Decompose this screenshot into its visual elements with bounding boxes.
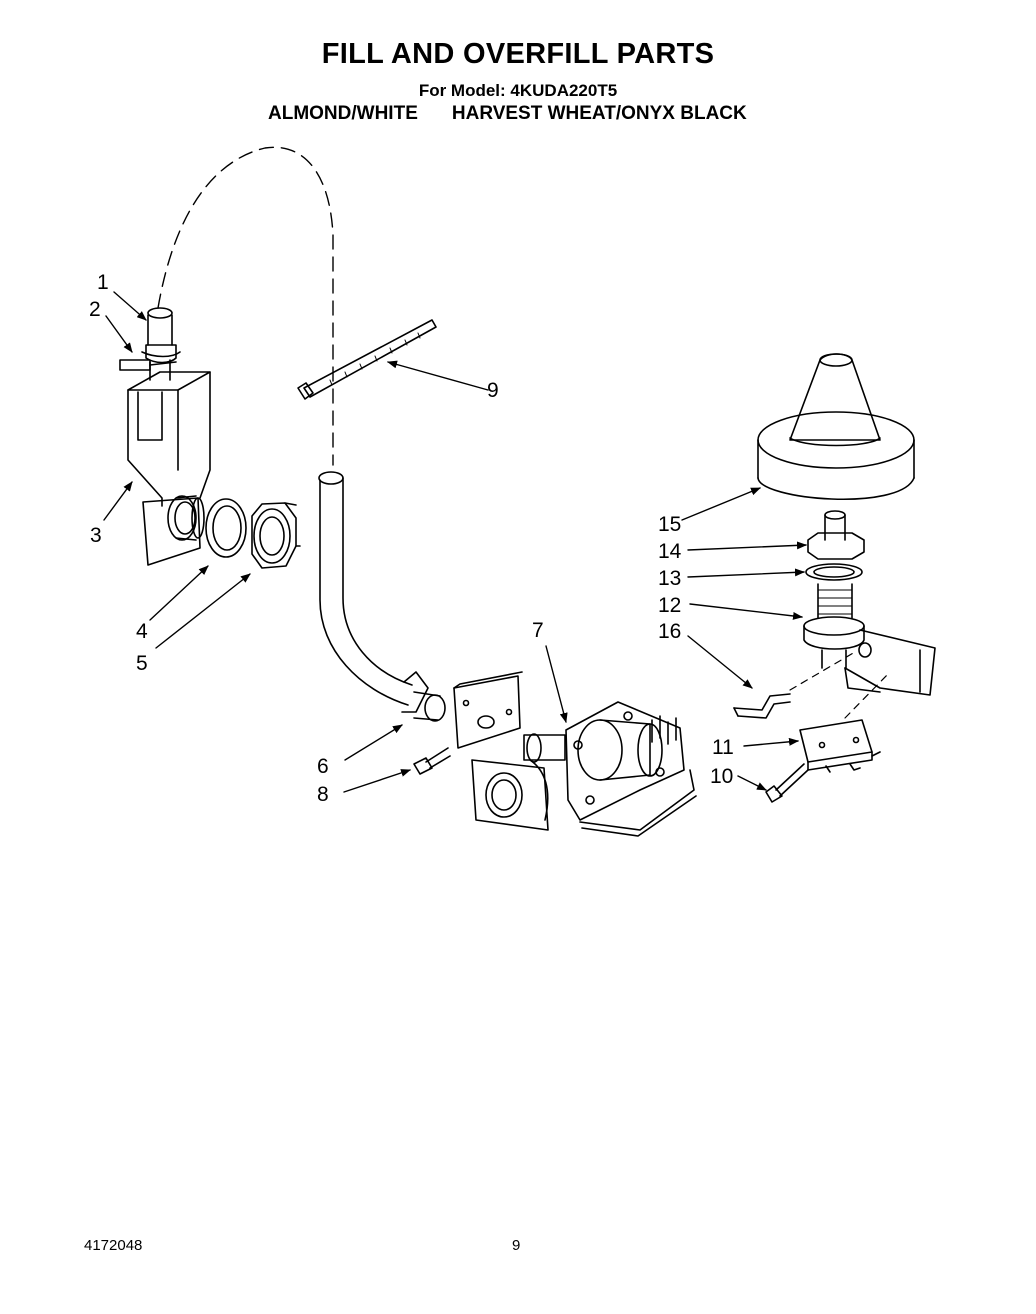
hose-route-dashed (157, 146, 334, 466)
fill-tube-top (119, 307, 181, 381)
hex-nut (251, 502, 301, 569)
page-title: FILL AND OVERFILL PARTS (321, 38, 715, 70)
color-right: HARVEST WHEAT/ONYX BLACK (451, 103, 747, 124)
callout-11: 11 (712, 736, 734, 759)
callout-3: 3 (90, 524, 102, 547)
document-number: 4172048 (84, 1237, 143, 1254)
lever-clip (733, 693, 791, 719)
gasket-ring (205, 498, 247, 558)
alignment-dashes (789, 651, 891, 719)
callout-16: 16 (658, 620, 681, 643)
switch-screw (765, 763, 809, 803)
callout-12: 12 (658, 594, 681, 617)
model-line: For Model: 4KUDA220T5 (418, 81, 618, 100)
callout-2: 2 (89, 298, 101, 321)
callout-8: 8 (317, 783, 329, 806)
callout-13: 13 (658, 567, 681, 590)
callout-14: 14 (658, 540, 682, 563)
color-left: ALMOND/WHITE (268, 103, 418, 124)
inlet-hose (318, 471, 446, 722)
callout-labels: 1 2 3 4 5 6 7 8 9 10 11 12 13 14 15 16 (89, 271, 734, 806)
overfill-float (757, 353, 915, 501)
callout-5: 5 (136, 652, 148, 675)
callout-9: 9 (487, 379, 499, 402)
switch-lever (844, 629, 936, 696)
fill-funnel-bracket (127, 371, 211, 566)
callout-1: 1 (97, 271, 109, 294)
leader-lines (103, 291, 807, 793)
valve-screw (413, 747, 451, 775)
micro-switch (799, 719, 881, 773)
float-stem-assembly (803, 510, 865, 669)
water-valve (471, 701, 697, 837)
stem-grommet (803, 616, 865, 636)
color-variants: ALMOND/WHITE HARVEST WHEAT/ONYX BLACK (268, 103, 747, 125)
callout-10: 10 (710, 765, 733, 788)
callout-7: 7 (532, 619, 544, 642)
cable-tie (297, 319, 437, 400)
valve-bracket (453, 671, 523, 749)
callout-4: 4 (136, 620, 148, 643)
callout-15: 15 (658, 513, 681, 536)
stem-nut (807, 532, 865, 560)
stem-washer (805, 563, 863, 581)
fill-fitting (167, 495, 205, 541)
callout-6: 6 (317, 755, 329, 778)
page-number: 9 (512, 1237, 521, 1254)
